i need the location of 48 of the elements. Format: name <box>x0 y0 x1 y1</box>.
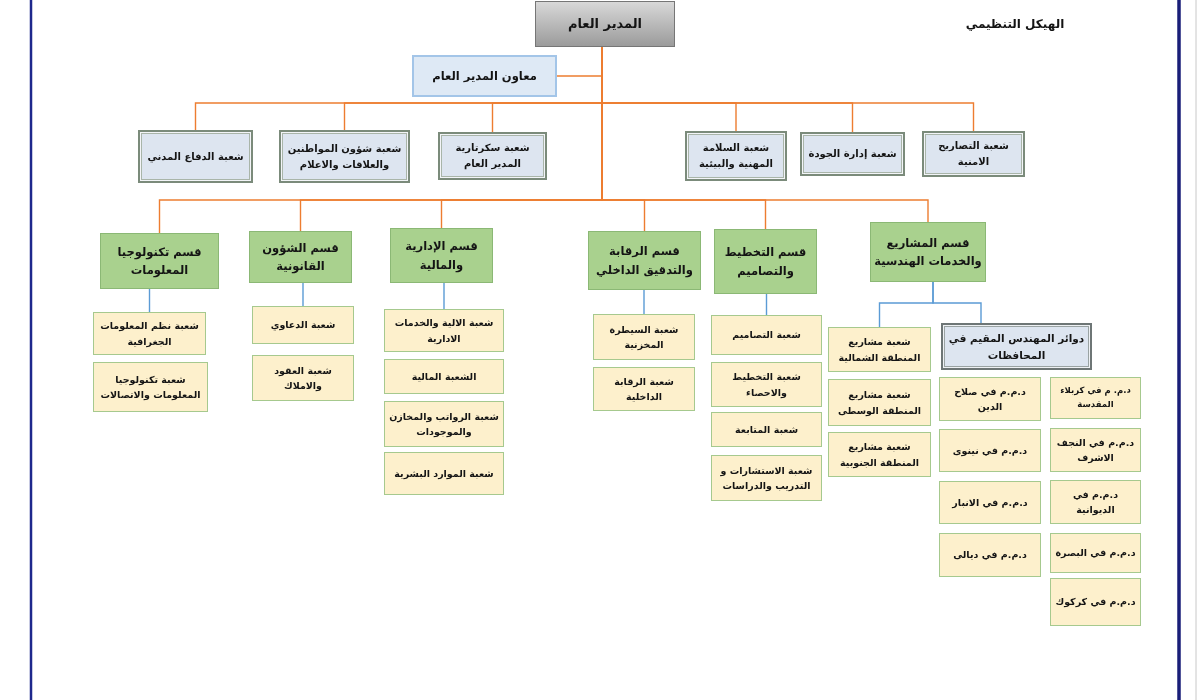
section-box: د.م.م في ديالى <box>939 533 1041 577</box>
connector-line <box>878 281 934 328</box>
section-box: د.م.م في النجف الاشرف <box>1050 428 1141 472</box>
section-box: شعبة المتابعة <box>711 412 822 447</box>
section-box: الشعبة المالية <box>384 359 504 394</box>
page-title: الهيكل التنظيمي <box>964 17 1066 31</box>
section-box: شعبة نظم المعلومات الجغرافية <box>93 312 206 355</box>
connector-line <box>765 293 768 316</box>
section-box: د.م.م في كركوك <box>1050 578 1141 626</box>
department-box: قسم الشؤون القانونية <box>249 231 352 283</box>
connector-line <box>643 289 645 315</box>
section-box: شعبة التصاميم <box>711 315 822 355</box>
section-box: شعبة الدعاوي <box>252 306 354 344</box>
section-box: شعبة الاستشارات و التدريب والدراسات <box>711 455 822 501</box>
director-box: المدير العام <box>535 1 675 47</box>
section-box: د.م.م في صلاح الدين <box>939 377 1041 421</box>
section-box: د.م.م في الديوانية <box>1050 480 1141 524</box>
section-box: شعبة التخطيط والاحصاء <box>711 362 822 407</box>
unit-box: شعبة شؤون المواطنين والعلاقات والاعلام <box>279 130 410 183</box>
section-box: شعبة الرواتب والمخازن والموجودات <box>384 401 504 447</box>
section-box: شعبة مشاريع المنطقة الجنوبية <box>828 432 931 477</box>
section-box: شعبة العقود والاملاك <box>252 355 354 401</box>
deputy-box: معاون المدير العام <box>412 55 557 97</box>
unit-box: شعبة سكرتارية المدير العام <box>438 132 547 180</box>
connector-line <box>302 282 304 307</box>
section-box: شعبة الموارد البشرية <box>384 452 504 495</box>
department-box: قسم الرقابة والتدقيق الداخلي <box>588 231 701 290</box>
unit-box: شعبة الدفاع المدني <box>138 130 253 183</box>
section-box: د.م. م في كربلاء المقدسة <box>1050 377 1141 419</box>
section-box: شعبة تكنولوجيا المعلومات والاتصالات <box>93 362 208 412</box>
office-box: دوائر المهندس المقيم في المحافظات <box>941 323 1092 370</box>
department-box: قسم المشاريع والخدمات الهندسية <box>870 222 986 282</box>
unit-box: شعبة إدارة الجودة <box>800 132 905 176</box>
section-box: شعبة الرقابة الداخلية <box>593 367 695 411</box>
connector-line <box>443 282 445 310</box>
section-box: شعبة مشاريع المنطقة الوسطى <box>828 379 931 426</box>
unit-box: شعبة التصاريح الامنية <box>922 131 1025 177</box>
section-box: شعبة الالية والخدمات الادارية <box>384 309 504 352</box>
department-box: قسم التخطيط والتصاميم <box>714 229 817 294</box>
section-box: شعبة مشاريع المنطقة الشمالية <box>828 327 931 372</box>
department-box: قسم الإدارية والمالية <box>390 228 493 283</box>
connector-line <box>148 288 151 313</box>
unit-box: شعبة السلامة المهنية والبيئية <box>685 131 787 181</box>
section-box: د.م.م في نينوى <box>939 429 1041 472</box>
section-box: د.م.م في الانبار <box>939 481 1041 524</box>
department-box: قسم تكنولوجيا المعلومات <box>100 233 219 289</box>
section-box: د.م.م في البصرة <box>1050 533 1141 573</box>
section-box: شعبة السيطرة المخزنية <box>593 314 695 360</box>
